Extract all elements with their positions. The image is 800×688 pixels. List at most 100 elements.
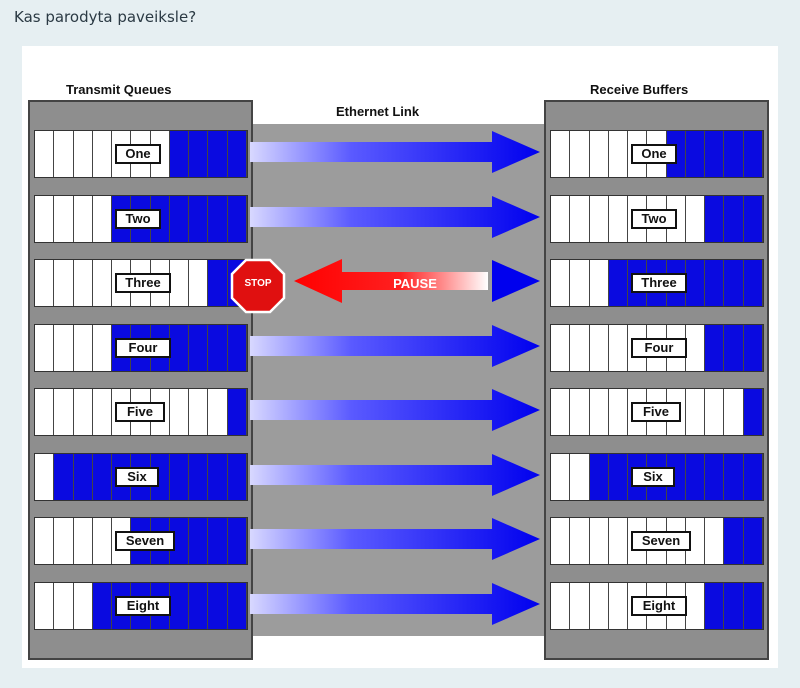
receive-queue-eight: Eight	[550, 581, 764, 630]
queue-slot	[169, 518, 190, 564]
queue-slot	[74, 260, 93, 306]
queue-slot	[227, 389, 247, 435]
queue-slot	[35, 582, 55, 629]
queue-slot	[169, 324, 190, 371]
queue-slot	[551, 453, 571, 500]
ethernet-link-title: Ethernet Link	[336, 104, 420, 119]
receive-buffers-title: Receive Buffers	[590, 82, 689, 97]
queue-slot	[54, 389, 74, 435]
queue-slot	[705, 518, 725, 564]
queue-slot	[570, 453, 590, 500]
queue-slot	[208, 582, 228, 629]
queue-slot	[705, 324, 725, 371]
receive-queue-label: Two	[631, 208, 677, 229]
queue-slot	[208, 195, 228, 242]
transmit-queues-title: Transmit Queues	[66, 82, 172, 97]
queue-slot	[743, 324, 763, 371]
queue-slot	[35, 453, 55, 500]
queue-slot	[666, 453, 686, 500]
queue-slot	[189, 453, 209, 500]
transmit-queue-label: Seven	[115, 531, 175, 551]
queue-slot	[227, 195, 247, 242]
queue-slot	[743, 195, 763, 242]
queue-slot	[74, 195, 93, 242]
queue-slot	[189, 195, 209, 242]
queue-slot	[54, 582, 74, 629]
receive-queue-five: Five	[550, 388, 764, 436]
queue-slot	[724, 195, 744, 242]
queue-slot	[74, 324, 93, 371]
queue-slot	[54, 518, 74, 564]
queue-slot	[73, 453, 93, 500]
queue-slot	[743, 131, 763, 177]
receive-queue-seven: Seven	[550, 517, 764, 565]
queue-slot	[589, 453, 609, 500]
queue-slot	[35, 131, 55, 177]
queue-slot	[724, 131, 744, 177]
queue-slot	[743, 582, 763, 629]
transmit-queue-one: One	[34, 130, 248, 178]
queue-slot	[590, 324, 609, 371]
data-flow-arrow	[250, 389, 540, 431]
queue-slot	[54, 260, 74, 306]
queue-slot	[93, 131, 113, 177]
queue-slot	[609, 518, 629, 564]
queue-slot	[551, 518, 571, 564]
transmit-queue-seven: Seven	[34, 517, 248, 565]
stop-sign-label: STOP	[244, 278, 272, 289]
queue-slot	[208, 260, 228, 306]
receive-queue-two: Two	[550, 194, 764, 243]
queue-slot	[608, 453, 629, 500]
queue-slot	[705, 260, 725, 306]
data-flow-arrow-shape	[250, 389, 540, 431]
queue-slot	[551, 260, 571, 306]
queue-slot	[551, 582, 571, 629]
queue-slot	[724, 582, 744, 629]
queue-slot	[92, 582, 113, 629]
transmit-queue-eight: Eight	[34, 581, 248, 630]
queue-slot	[54, 453, 74, 500]
queue-slot	[590, 260, 609, 306]
queue-slot	[609, 389, 629, 435]
transmit-queue-four: Four	[34, 323, 248, 372]
queue-slot	[705, 131, 725, 177]
queue-slot	[686, 518, 706, 564]
queue-slot	[227, 453, 247, 500]
pause-arrow-shape	[294, 259, 488, 303]
queue-slot	[151, 131, 170, 177]
queue-slot	[74, 131, 93, 177]
queue-slot	[609, 131, 629, 177]
pause-arrow	[294, 259, 540, 303]
data-flow-arrow	[250, 131, 540, 173]
receive-queue-label: Five	[631, 402, 681, 422]
receive-queue-one: One	[550, 130, 764, 178]
queue-slot	[54, 195, 74, 242]
queue-slot	[743, 389, 763, 435]
queue-slot	[54, 324, 74, 371]
queue-slot	[686, 389, 706, 435]
transmit-queue-label: Six	[115, 466, 159, 487]
receive-queue-three: Three	[550, 259, 764, 307]
receive-queue-label: Eight	[631, 595, 687, 616]
queue-slot	[686, 195, 706, 242]
data-flow-arrow-head	[492, 260, 540, 302]
receive-queue-label: Six	[631, 466, 675, 487]
data-flow-arrow-shape	[250, 453, 540, 496]
queue-slot	[743, 518, 763, 564]
data-flow-arrow-shape	[250, 324, 540, 367]
queue-slot	[208, 453, 228, 500]
queue-slot	[570, 195, 590, 242]
queue-slot	[590, 582, 609, 629]
receive-queue-label: Three	[631, 273, 687, 293]
transmit-queue-label: One	[115, 144, 161, 164]
queue-slot	[151, 389, 170, 435]
queue-slot	[667, 195, 686, 242]
queue-slot	[93, 260, 113, 306]
queue-slot	[570, 260, 590, 306]
queue-slot	[93, 195, 113, 242]
data-flow-arrow-shape	[250, 518, 540, 560]
queue-slot	[685, 131, 706, 177]
queue-slot	[35, 389, 55, 435]
queue-slot	[705, 582, 725, 629]
